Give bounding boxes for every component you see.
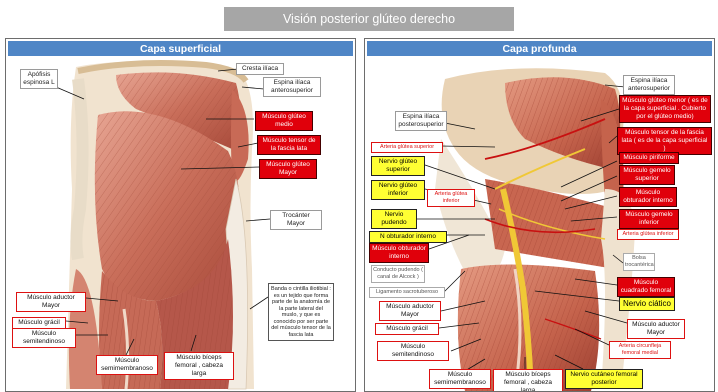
label-musculo-gemelo-inferior: Músculo gemelo inferior	[619, 209, 679, 229]
label-nervio-ciatico: Nervio ciático	[619, 297, 675, 311]
label-espina-iliaca-posterosuperior: Espina ilíaca posterosuperior	[395, 111, 447, 131]
label-arteria-glutea-superior: Arteria glútea superior	[371, 142, 443, 153]
label-musculo-obturador-interno-2: Músculo obturador interno	[369, 243, 429, 263]
note-banda-iliotibial: Banda o cintilla iliotibial : es un teji…	[268, 283, 334, 341]
label-arteria-glutea-inferior-small: Arteria glútea inferior	[427, 189, 475, 207]
label-espina-iliaca-anterosuperior: Espina ilíaca anterosuperior	[623, 75, 675, 95]
label-musculo-gracil: Músculo grácil	[375, 323, 439, 335]
label-musculo-semitendinoso: Músculo semitendinoso	[12, 328, 76, 348]
label-musculo-gluteo-mayor: Músculo glúteo Mayor	[259, 159, 317, 179]
label-ligamento-sacrotuberoso: Ligamento sacrotuberoso	[369, 287, 445, 298]
label-musculo-cuadrado-femoral: Músculo cuadrado femoral	[617, 277, 675, 297]
label-nervio-gluteo-inferior: Nervio glúteo inferior	[371, 180, 425, 200]
label-musculo-semimembranoso: Músculo semimembranoso	[429, 369, 491, 389]
label-musculo-aductor-mayor: Músculo aductor Mayor	[379, 301, 441, 321]
label-musculo-gluteo-medio: Músculo glúteo medio	[255, 111, 313, 131]
label-musculo-semimembranoso: Músculo semimembranoso	[96, 355, 158, 375]
label-apofisis-espinosa: Apófisis espinosa L	[20, 69, 58, 89]
label-musculo-biceps-femoral: Músculo bíceps femoral , cabeza larga	[493, 369, 563, 392]
superficial-layer-panel: Capa superficial	[5, 38, 356, 392]
label-nervio-pudendo: Nervio pudendo	[371, 209, 417, 229]
label-musculo-semitendinoso: Músculo semitendinoso	[377, 341, 449, 361]
label-espina-iliaca-anterosuperior: Espina ilíaca anterosuperior	[263, 77, 321, 97]
label-arteria-circunfleja-femoral-medial: Arteria circunfleja femoral medial	[609, 341, 671, 359]
label-musculo-obturador-interno: Músculo obturador interno	[619, 187, 677, 207]
label-nervio-gluteo-superior: Nervio glúteo superior	[371, 156, 425, 176]
label-cresta-iliaca: Cresta ilíaca	[236, 63, 284, 75]
label-musculo-biceps-femoral: Músculo bíceps femoral , cabeza larga	[164, 352, 234, 380]
label-trocanter-mayor: Trocánter Mayor	[270, 210, 322, 230]
deep-layer-panel: Capa profunda	[364, 38, 715, 392]
label-musculo-tensor-fascia-lata: Músculo tensor de la fascia lata ( es de…	[617, 127, 712, 155]
page-title: Visión posterior glúteo derecho	[224, 7, 514, 31]
label-arteria-glutea-inferior: Arteria glútea inferior	[617, 229, 679, 240]
label-musculo-aductor-mayor: Músculo aductor Mayor	[16, 292, 86, 312]
label-conducto-pudendo: Conducto pudendo ( canal de Alcock )	[371, 265, 425, 283]
label-musculo-tensor-fascia-lata: Músculo tensor de la fascia lata	[257, 135, 321, 155]
label-musculo-gluteo-menor: Músculo glúteo menor ( es de la capa sup…	[619, 95, 711, 123]
label-nervio-cutaneo-femoral-posterior: Nervio cutáneo femoral posterior	[565, 369, 643, 389]
label-n-obturador-interno: N obturador interno	[369, 231, 447, 243]
label-musculo-gemelo-superior: Músculo gemelo superior	[619, 165, 675, 185]
label-musculo-piriforme: Músculo piriforme	[619, 152, 679, 164]
label-bolsa-trocanterica: Bolsa trocantérica	[623, 253, 655, 271]
label-musculo-aductor-mayor-2: Músculo aductor Mayor	[627, 319, 685, 339]
